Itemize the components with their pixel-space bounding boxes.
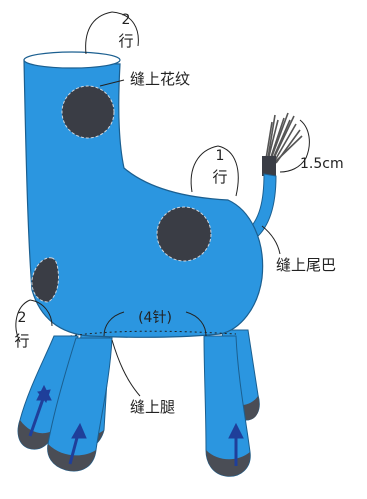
back-rows-number: 1	[216, 148, 225, 164]
back-rows-unit: 行	[212, 168, 227, 186]
spot-chest	[31, 257, 59, 303]
arrow-right-leg	[228, 422, 244, 466]
tail-wrap	[262, 156, 276, 176]
label-back-rows: 1 行	[212, 148, 227, 186]
label-chest-rows: 2 行	[14, 310, 29, 350]
arrow-center-leg	[68, 422, 87, 465]
horse-body	[23, 59, 264, 338]
arrow-left-leg	[28, 384, 52, 437]
spot-back	[156, 206, 212, 262]
label-tail-length: 1.5cm	[300, 156, 344, 172]
label-sew-pattern: 缝上花纹	[130, 70, 190, 88]
label-sew-legs: 缝上腿	[130, 398, 175, 416]
neck-opening	[23, 51, 121, 69]
front-right-leg	[203, 335, 251, 477]
leader-lines	[15, 11, 310, 397]
chest-rows-number: 2	[18, 310, 27, 326]
neck-rows-number: 2	[122, 12, 131, 28]
chest-rows-unit: 行	[14, 332, 29, 350]
label-sew-tail: 缝上尾巴	[276, 256, 336, 274]
tail-tuft	[265, 112, 303, 164]
spot-neck	[61, 85, 115, 139]
neck-rows-unit: 行	[118, 32, 133, 50]
label-neck-rows: 2 行	[118, 12, 133, 50]
label-stitches: (4针)	[138, 310, 172, 326]
